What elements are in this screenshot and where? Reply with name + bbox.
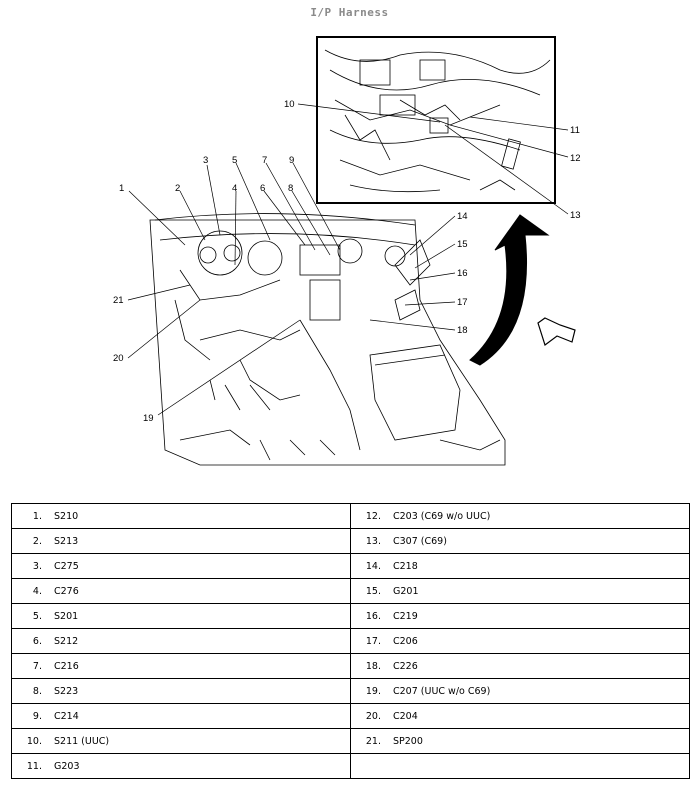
- callout-9: 9: [289, 155, 294, 166]
- table-row: 7. C216 18. C226: [11, 653, 690, 679]
- legend-label: C207 (UUC w/o C69): [393, 685, 491, 697]
- callout-13: 13: [570, 210, 581, 221]
- callout-12: 12: [570, 153, 581, 164]
- view-arrow: [537, 317, 576, 346]
- callout-17: 17: [457, 297, 468, 308]
- legend-number: 9.: [32, 710, 42, 722]
- legend-label: S223: [54, 685, 79, 697]
- legend-label: G203: [54, 760, 80, 772]
- harness-diagram: 1 2 3 4 5 6 7 8 9 10 11 12 13 14 15 16 1…: [113, 36, 581, 466]
- legend-label: C275: [54, 560, 79, 572]
- table-row: 9. C214 20. C204: [11, 703, 690, 729]
- callout-14: 14: [457, 211, 468, 222]
- legend-number: 12.: [365, 510, 381, 522]
- table-row: 11. G203: [11, 753, 690, 779]
- callout-2: 2: [175, 183, 180, 194]
- legend-label: S212: [54, 635, 79, 647]
- zoom-arrow: [469, 214, 550, 366]
- legend-label: G201: [393, 585, 419, 597]
- legend-number: 18.: [365, 660, 381, 672]
- callout-11: 11: [570, 125, 580, 136]
- legend-number: 14.: [365, 560, 381, 572]
- legend-number: 21.: [365, 735, 381, 747]
- table-row: 3. C275 14. C218: [11, 553, 690, 579]
- callout-16: 16: [457, 268, 468, 279]
- callout-19: 19: [143, 413, 154, 424]
- legend-label: C219: [393, 610, 418, 622]
- legend-number: 7.: [32, 660, 42, 672]
- legend-table: 1. S210 12. C203 (C69 w/o UUC) 2. S213 13. C…: [11, 503, 690, 779]
- callout-10: 10: [284, 99, 295, 110]
- legend-number: 4.: [32, 585, 42, 597]
- legend-label: C214: [54, 710, 79, 722]
- callout-8: 8: [288, 183, 293, 194]
- callout-1: 1: [119, 183, 124, 194]
- legend-number: 20.: [365, 710, 381, 722]
- legend-label: C276: [54, 585, 79, 597]
- callout-5: 5: [232, 155, 237, 166]
- legend-number: 13.: [365, 535, 381, 547]
- legend-number: 2.: [32, 535, 42, 547]
- legend-number: 8.: [32, 685, 42, 697]
- legend-label: C203 (C69 w/o UUC): [393, 510, 491, 522]
- callout-7: 7: [262, 155, 267, 166]
- legend-number: 16.: [365, 610, 381, 622]
- callout-21: 21: [113, 295, 124, 306]
- legend-label: C307 (C69): [393, 535, 447, 547]
- callout-15: 15: [457, 239, 468, 250]
- table-row: 4. C276 15. G201: [11, 578, 690, 604]
- legend-number: 1.: [32, 510, 42, 522]
- legend-label: S211 (UUC): [54, 735, 110, 747]
- table-row: 2. S213 13. C307 (C69): [11, 528, 690, 554]
- table-row: 8. S223 19. C207 (UUC w/o C69): [11, 678, 690, 704]
- table-row: 10. S211 (UUC) 21. SP200: [11, 728, 690, 754]
- detail-inset: [316, 36, 556, 204]
- table-row: 6. S212 17. C206: [11, 628, 690, 654]
- callout-20: 20: [113, 353, 124, 364]
- legend-label: C216: [54, 660, 79, 672]
- legend-number: 11.: [26, 760, 42, 772]
- callout-6: 6: [260, 183, 265, 194]
- table-row: 5. S201 16. C219: [11, 603, 690, 629]
- legend-label: C218: [393, 560, 418, 572]
- legend-label: C206: [393, 635, 418, 647]
- callout-4: 4: [232, 183, 237, 194]
- legend-number: 3.: [32, 560, 42, 572]
- legend-number: 17.: [365, 635, 381, 647]
- table-row: 1. S210 12. C203 (C69 w/o UUC): [11, 503, 690, 529]
- callout-18: 18: [457, 325, 468, 336]
- page-title: I/P Harness: [310, 6, 389, 19]
- legend-number: 6.: [32, 635, 42, 647]
- legend-label: S213: [54, 535, 79, 547]
- legend-number: 10.: [26, 735, 42, 747]
- legend-number: 5.: [32, 610, 42, 622]
- legend-label: S210: [54, 510, 79, 522]
- legend-label: S201: [54, 610, 79, 622]
- legend-label: C226: [393, 660, 418, 672]
- legend-label: SP200: [393, 735, 423, 747]
- legend-label: C204: [393, 710, 418, 722]
- callout-3: 3: [203, 155, 208, 166]
- legend-number: 15.: [365, 585, 381, 597]
- legend-number: 19.: [365, 685, 381, 697]
